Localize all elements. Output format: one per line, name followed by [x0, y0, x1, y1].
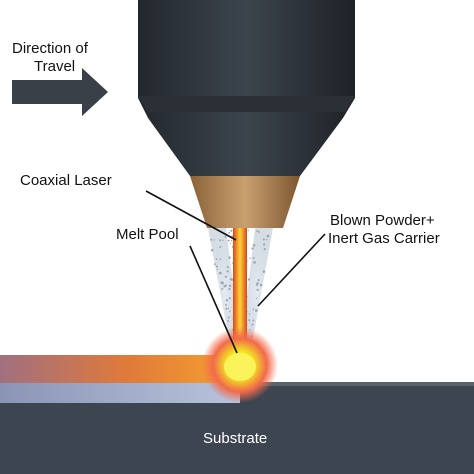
- powder-particle: [262, 238, 265, 241]
- powder-particle: [230, 229, 233, 232]
- laser-beam: [233, 222, 247, 362]
- powder-particle: [252, 244, 256, 247]
- powder-particle: [228, 284, 232, 288]
- powder-particle: [254, 309, 258, 312]
- powder-particle: [220, 281, 224, 285]
- powder-particle: [227, 307, 230, 310]
- nozzle-body: [138, 0, 355, 176]
- powder-particle: [226, 266, 229, 269]
- powder-particle: [247, 311, 249, 313]
- powder-particle: [251, 323, 254, 326]
- powder-particle: [215, 265, 218, 268]
- powder-particle: [257, 231, 260, 233]
- leader-coaxial-laser: [145, 190, 237, 241]
- powder-particle: [225, 307, 228, 310]
- powder-particle: [224, 235, 227, 238]
- melt-pool-label: Melt Pool: [116, 226, 179, 243]
- powder-particle: [257, 279, 260, 282]
- powder-particle: [252, 257, 255, 259]
- powder-particle: [228, 256, 231, 259]
- powder-particle: [249, 257, 251, 259]
- powder-particle: [247, 278, 251, 281]
- powder-particle: [256, 282, 259, 285]
- powder-particle: [230, 278, 234, 281]
- powder-particle: [229, 242, 231, 245]
- powder-particle: [251, 247, 254, 250]
- powder-particle: [255, 284, 258, 286]
- leader-melt-pool: [189, 245, 238, 354]
- powder-particle: [228, 232, 231, 234]
- right-arrow-icon: [12, 68, 108, 116]
- leader-blown-powder: [257, 233, 326, 307]
- direction-label-line2: Travel: [34, 58, 76, 75]
- powder-particle: [229, 310, 231, 312]
- powder-particle: [226, 270, 229, 273]
- powder-particle: [228, 297, 231, 300]
- powder-particle: [252, 308, 255, 310]
- powder-particle: [219, 246, 221, 249]
- powder-particle: [259, 283, 263, 287]
- nozzle-tip: [190, 176, 300, 228]
- powder-particle: [252, 319, 255, 322]
- powder-particle: [213, 239, 215, 241]
- powder-particle: [263, 243, 266, 246]
- powder-particle: [227, 316, 230, 319]
- powder-particle: [262, 270, 266, 273]
- powder-particle: [255, 297, 258, 300]
- blown-powder-label-line1: Blown Powder+: [330, 212, 435, 229]
- powder-particle: [256, 230, 259, 232]
- powder-particle: [225, 303, 228, 306]
- powder-particle: [224, 275, 228, 278]
- powder-particle: [247, 229, 249, 232]
- powder-particle: [210, 248, 214, 252]
- powder-particle: [210, 238, 213, 241]
- melt-pool: [224, 353, 256, 381]
- substrate-label: Substrate: [203, 430, 268, 447]
- powder-particle: [227, 319, 230, 322]
- blown-powder-label-line2: Inert Gas Carrier: [328, 230, 440, 247]
- nozzle-band: [138, 96, 355, 112]
- powder-particle: [219, 271, 222, 275]
- direction-label-line1: Direction of: [12, 40, 88, 57]
- powder-particle: [216, 269, 218, 271]
- powder-particle: [224, 284, 227, 287]
- powder-particle: [219, 258, 222, 261]
- powder-particle: [228, 288, 231, 291]
- powder-particle: [265, 238, 268, 241]
- powder-particle: [256, 288, 259, 292]
- powder-particle: [248, 313, 251, 315]
- powder-particle: [225, 299, 229, 302]
- powder-particle: [227, 239, 230, 242]
- powder-particle: [222, 239, 224, 242]
- deposit-track-lower: [0, 383, 240, 403]
- powder-particle: [266, 234, 270, 238]
- powder-particle: [213, 263, 216, 266]
- powder-particle: [215, 258, 218, 261]
- powder-particle: [221, 287, 224, 290]
- powder-particle: [253, 261, 256, 264]
- powder-particle: [219, 239, 221, 242]
- deposit-track: [0, 355, 232, 383]
- powder-particle: [248, 319, 251, 322]
- powder-stream-right: [240, 228, 273, 355]
- powder-particle: [263, 248, 266, 251]
- powder-particle: [231, 235, 234, 238]
- coaxial-laser-label: Coaxial Laser: [20, 172, 112, 189]
- powder-particle: [230, 240, 233, 242]
